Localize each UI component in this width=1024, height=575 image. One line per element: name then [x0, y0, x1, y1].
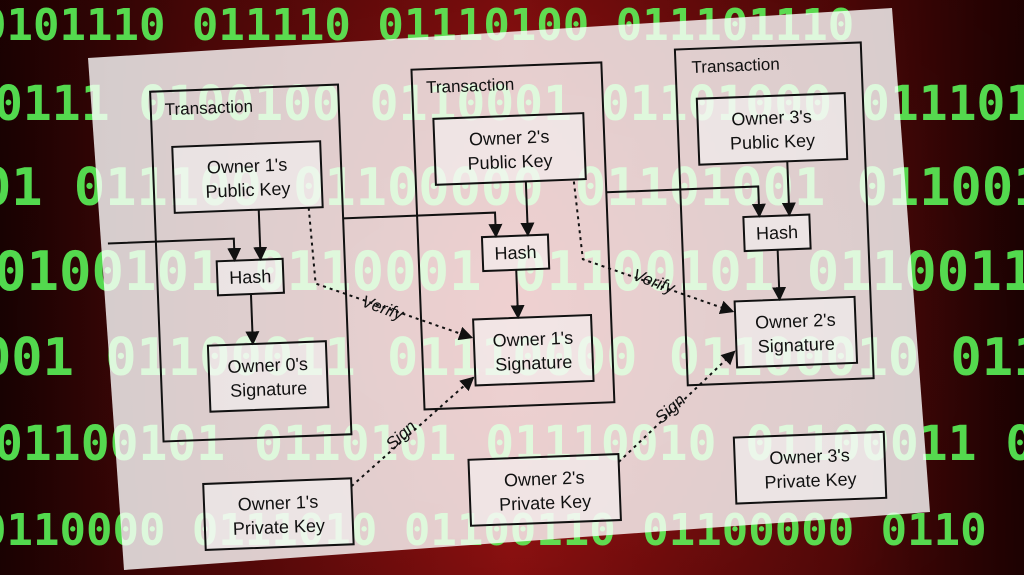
transaction-1-public-key-line2: Public Key [205, 178, 291, 201]
transaction-3-public-key-line1: Owner 3's [731, 106, 812, 129]
transaction-1-title: Transaction [164, 97, 253, 119]
private-key-2-box [468, 454, 620, 526]
private-key-3-line2: Private Key [764, 469, 857, 493]
transaction-3-signature-line2: Signature [757, 334, 835, 357]
transaction-3-signature-line1: Owner 2's [755, 310, 836, 333]
private-key-3-box [734, 432, 886, 504]
transaction-3: Transaction Owner 3's Public Key Hash Ow… [675, 42, 874, 385]
transaction-3-public-key-box [697, 93, 847, 165]
transaction-1: Transaction Owner 1's Public Key Hash Ow… [150, 85, 351, 442]
private-key-1: Owner 1's Private Key [203, 478, 353, 550]
transaction-2-hash-label: Hash [494, 242, 537, 264]
private-key-2-line1: Owner 2's [504, 467, 585, 490]
transaction-1-signature-line2: Signature [230, 378, 308, 401]
transaction-2-public-key-box [433, 113, 585, 185]
transaction-2-signature-box [473, 315, 593, 385]
private-key-1-line2: Private Key [233, 515, 326, 539]
transaction-2: Transaction Owner 2's Public Key Hash Ow… [411, 62, 614, 409]
transaction-3-title: Transaction [691, 55, 780, 77]
private-key-1-box [203, 478, 353, 550]
transaction-3-public-key-line2: Public Key [730, 130, 816, 153]
transaction-2-public-key-line2: Public Key [467, 150, 553, 173]
transaction-1-public-key-line1: Owner 1's [206, 155, 287, 178]
private-key-2-line2: Private Key [499, 491, 592, 515]
private-key-2: Owner 2's Private Key [468, 454, 620, 526]
transaction-1-signature-box [208, 341, 328, 411]
private-key-3: Owner 3's Private Key [734, 432, 886, 504]
transaction-2-public-key-line1: Owner 2's [469, 126, 550, 149]
private-key-3-line1: Owner 3's [769, 445, 850, 468]
transaction-3-signature-box [735, 297, 857, 368]
transaction-1-signature-line1: Owner 0's [227, 354, 308, 377]
transaction-1-hash-label: Hash [229, 266, 272, 288]
transaction-3-hash-label: Hash [756, 222, 799, 244]
transaction-2-signature-line2: Signature [495, 352, 573, 375]
private-key-1-line1: Owner 1's [237, 492, 318, 515]
transaction-2-title: Transaction [426, 75, 515, 97]
transaction-2-signature-line1: Owner 1's [492, 328, 573, 351]
transaction-1-public-key-box [172, 141, 322, 213]
